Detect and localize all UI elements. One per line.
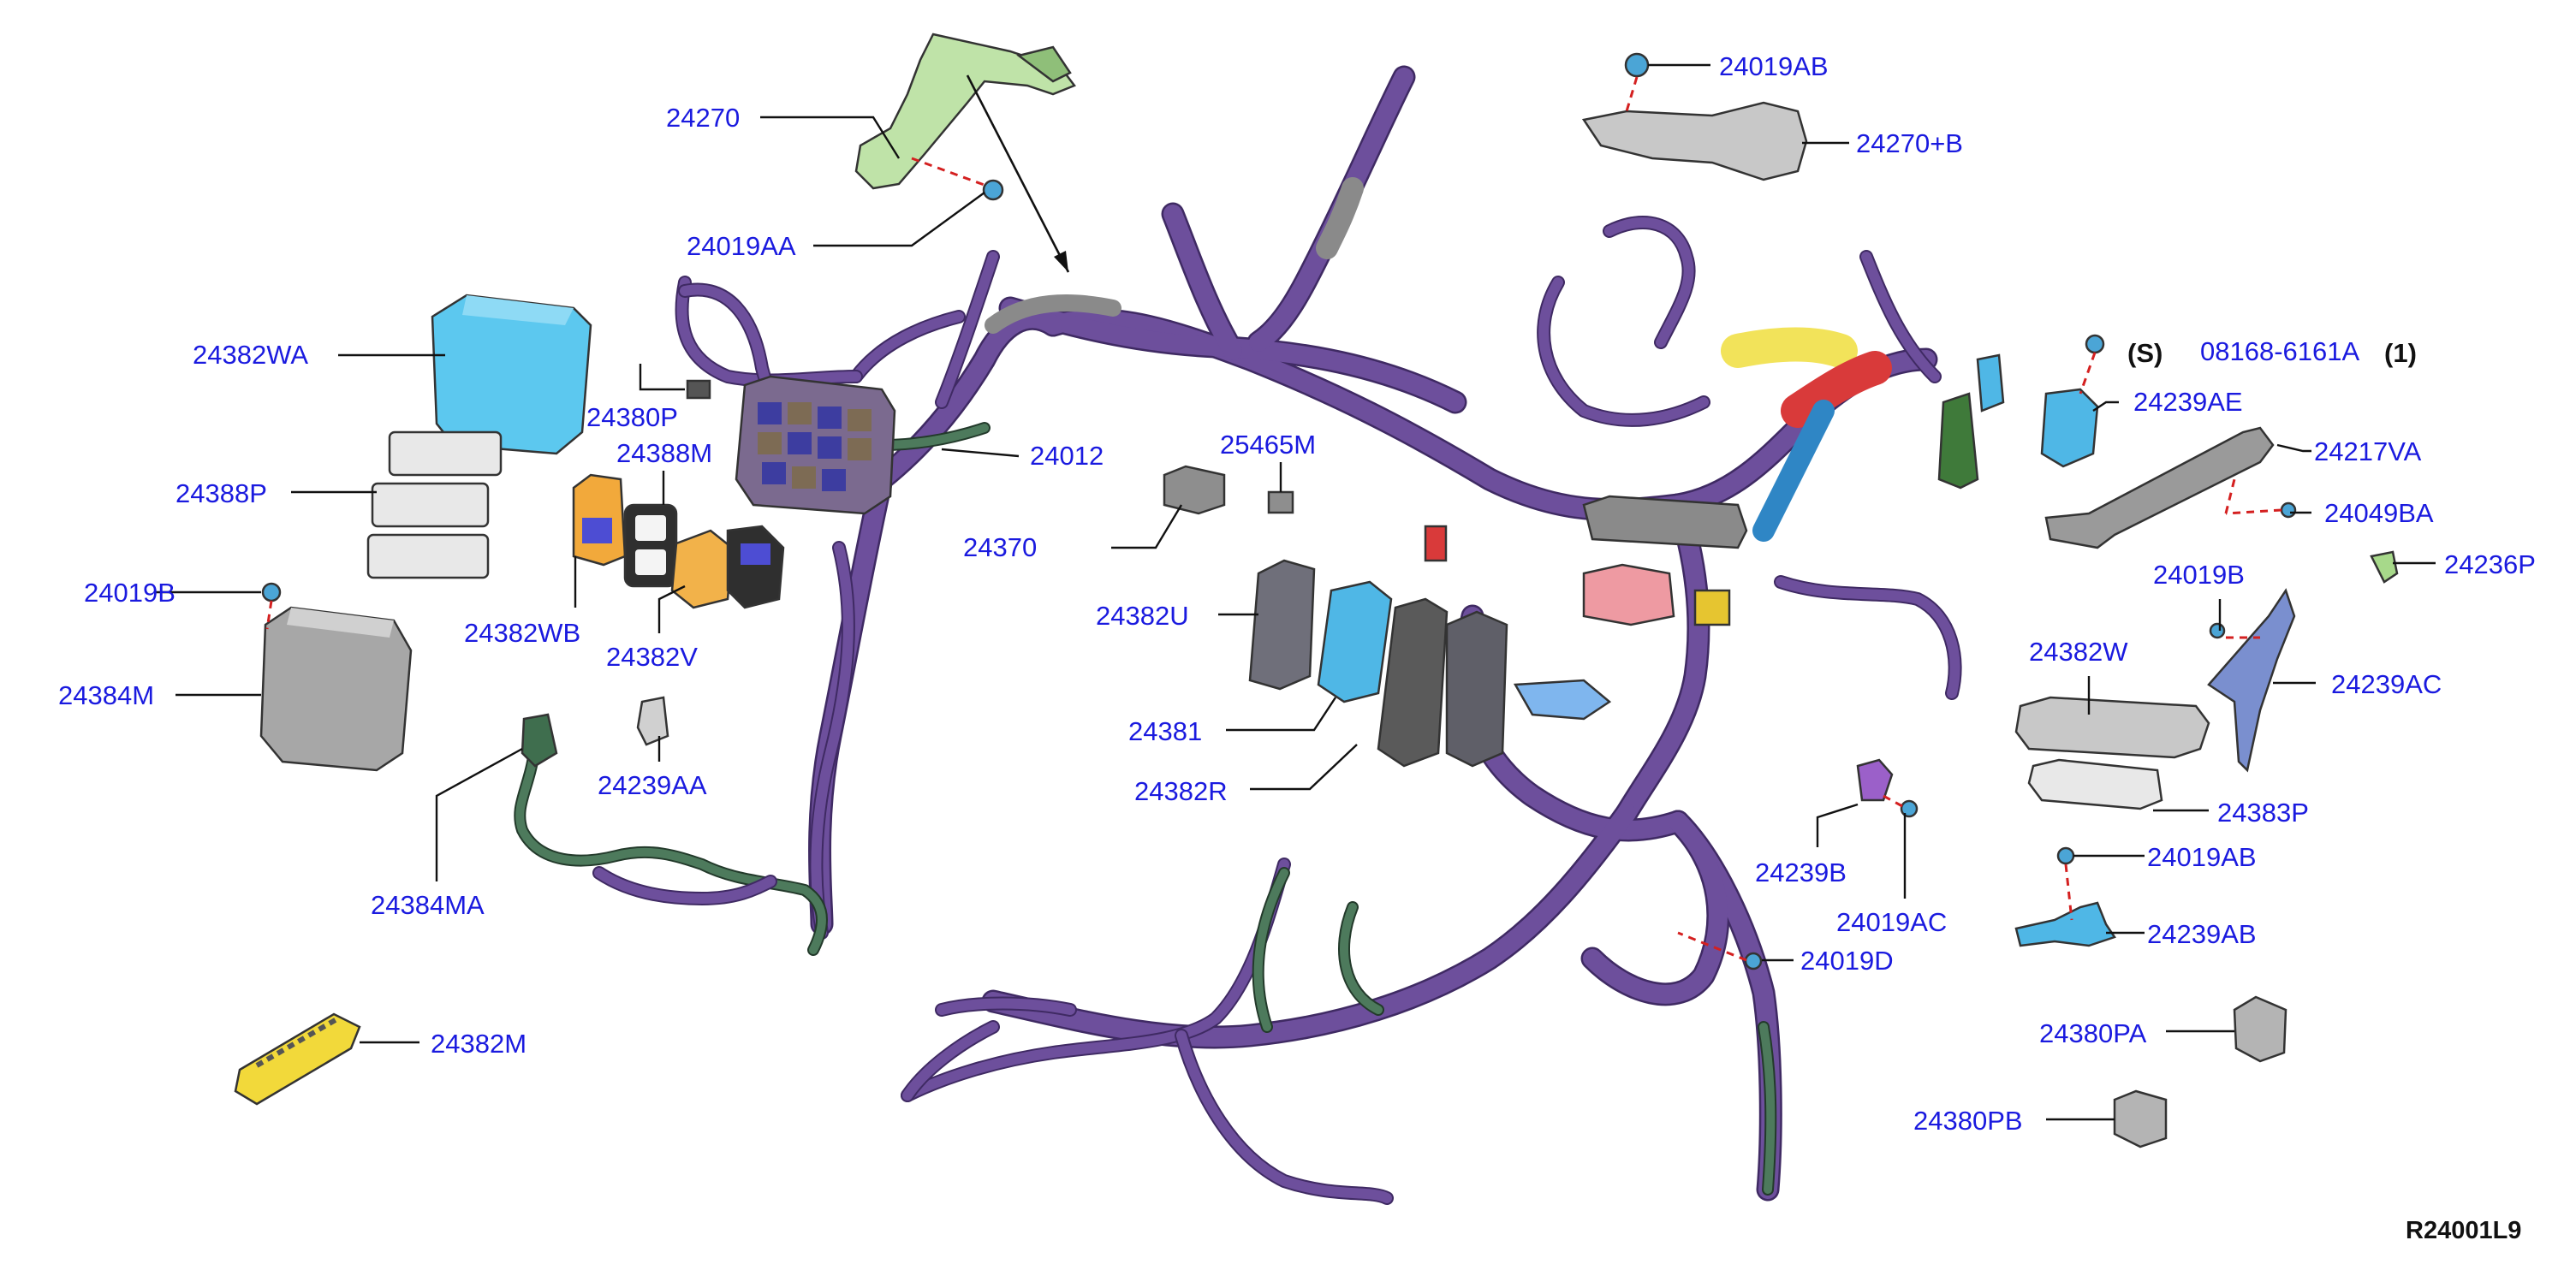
label-24019d: 24019D bbox=[1800, 946, 1894, 976]
bolt-24019aa bbox=[982, 179, 1004, 201]
bolt-24019ac bbox=[1900, 799, 1919, 818]
fastener-note: (S) 08168-6161A (1) bbox=[2127, 336, 2417, 368]
label-24217va: 24217VA bbox=[2314, 436, 2422, 466]
fuse-holder-24383p bbox=[2027, 758, 2163, 810]
assembly-dashed-lines bbox=[265, 76, 2282, 962]
label-24239ae: 24239AE bbox=[2133, 387, 2243, 417]
label-24382wa: 24382WA bbox=[193, 340, 308, 370]
bracket-24239ac bbox=[2207, 588, 2296, 773]
label-24384ma: 24384MA bbox=[371, 890, 485, 920]
label-24380pa: 24380PA bbox=[2039, 1018, 2147, 1048]
bracket-24270-b bbox=[1581, 101, 1808, 181]
bracket-24239aa bbox=[636, 696, 669, 746]
bolt-24019d bbox=[1744, 952, 1763, 970]
cover-24382u bbox=[1248, 559, 1316, 691]
direction-arrow bbox=[966, 74, 1070, 273]
bolt-24049ba bbox=[2280, 501, 2297, 519]
label-24239b: 24239B bbox=[1755, 858, 1847, 887]
label-24382u: 24382U bbox=[1096, 601, 1189, 631]
label-24370: 24370 bbox=[963, 532, 1037, 562]
bracket-green-right bbox=[1937, 353, 2005, 490]
box-24384m bbox=[259, 606, 413, 772]
label-24049ba: 24049BA bbox=[2324, 498, 2434, 528]
fastener-part-number: 08168-6161A bbox=[2200, 336, 2359, 366]
fuse-strip-24382m bbox=[234, 1012, 361, 1106]
connector-24370 bbox=[1163, 465, 1226, 515]
relay-holder-24381 bbox=[1317, 580, 1393, 703]
relay-box-main bbox=[726, 375, 896, 609]
part-labels: 24270 24019AA 24019AB 24270+B 24382WA 24… bbox=[58, 51, 2536, 1136]
bolt-24019b-right bbox=[2209, 622, 2226, 639]
label-24382w: 24382W bbox=[2029, 637, 2128, 667]
relay-holder-24388m bbox=[623, 503, 678, 588]
connector-24384ma bbox=[521, 713, 558, 768]
relay-24239ae bbox=[2040, 388, 2099, 468]
junction-box-center bbox=[1445, 495, 1748, 768]
label-24239aa: 24239AA bbox=[598, 770, 707, 800]
connector-red bbox=[1424, 525, 1448, 562]
label-24270-b: 24270+B bbox=[1856, 128, 1963, 158]
bracket-24239ab bbox=[2014, 901, 2116, 947]
label-24019b-left: 24019B bbox=[84, 578, 176, 608]
label-24270: 24270 bbox=[666, 103, 740, 133]
clip-24236p bbox=[2370, 550, 2399, 584]
bracket-24239b bbox=[1856, 758, 1894, 802]
label-25465m: 25465M bbox=[1220, 430, 1316, 460]
label-24382wb: 24382WB bbox=[464, 618, 580, 648]
bolt-24019b-left bbox=[261, 582, 282, 602]
label-24383p: 24383P bbox=[2217, 798, 2309, 828]
cover-24382wa bbox=[431, 294, 592, 455]
label-24380pb: 24380PB bbox=[1913, 1106, 2023, 1136]
connector-24380pb bbox=[2113, 1089, 2168, 1148]
bracket-blue-center bbox=[1513, 679, 1612, 721]
fastener-quantity: (1) bbox=[2384, 338, 2417, 368]
diagram-reference-code: R24001L9 bbox=[2406, 1217, 2521, 1244]
label-24388m: 24388M bbox=[616, 438, 712, 468]
fuse-holder-24388p bbox=[366, 430, 503, 579]
fuse-box-24382r bbox=[1377, 597, 1449, 768]
label-24382m: 24382M bbox=[431, 1029, 527, 1059]
label-24381: 24381 bbox=[1128, 716, 1202, 746]
connector-24380pa bbox=[2233, 995, 2287, 1063]
cover-24382v bbox=[670, 529, 734, 609]
label-24012: 24012 bbox=[1030, 441, 1104, 471]
left-harness-branch bbox=[514, 282, 991, 956]
label-24239ac: 24239AC bbox=[2331, 669, 2442, 699]
fastener-symbol: (S) bbox=[2127, 338, 2163, 368]
bolt-24019ab-top bbox=[1624, 52, 1650, 78]
bracket-24217va bbox=[2044, 426, 2275, 549]
label-24239ab: 24239AB bbox=[2147, 919, 2257, 949]
label-24236p: 24236P bbox=[2444, 549, 2536, 579]
label-24019aa: 24019AA bbox=[687, 231, 796, 261]
screw-s bbox=[2085, 334, 2105, 354]
label-24019ac: 24019AC bbox=[1836, 907, 1947, 937]
label-24019ab-top: 24019AB bbox=[1719, 51, 1829, 81]
fuse-box-24382wb bbox=[572, 473, 627, 567]
connector-24380p bbox=[686, 379, 711, 400]
bracket-24270 bbox=[854, 33, 1076, 190]
label-24382r: 24382R bbox=[1134, 776, 1228, 806]
label-24019ab-right: 24019AB bbox=[2147, 842, 2257, 872]
label-24388p: 24388P bbox=[176, 478, 267, 508]
label-24019b-right: 24019B bbox=[2153, 560, 2245, 590]
label-24382v: 24382V bbox=[606, 642, 698, 672]
connector-25465m bbox=[1267, 490, 1294, 514]
label-24380p: 24380P bbox=[586, 402, 678, 432]
cover-24382w bbox=[2014, 696, 2210, 759]
leader-lines bbox=[154, 63, 2436, 1121]
label-24384m: 24384M bbox=[58, 680, 154, 710]
bolt-24019ab-right bbox=[2056, 846, 2075, 865]
